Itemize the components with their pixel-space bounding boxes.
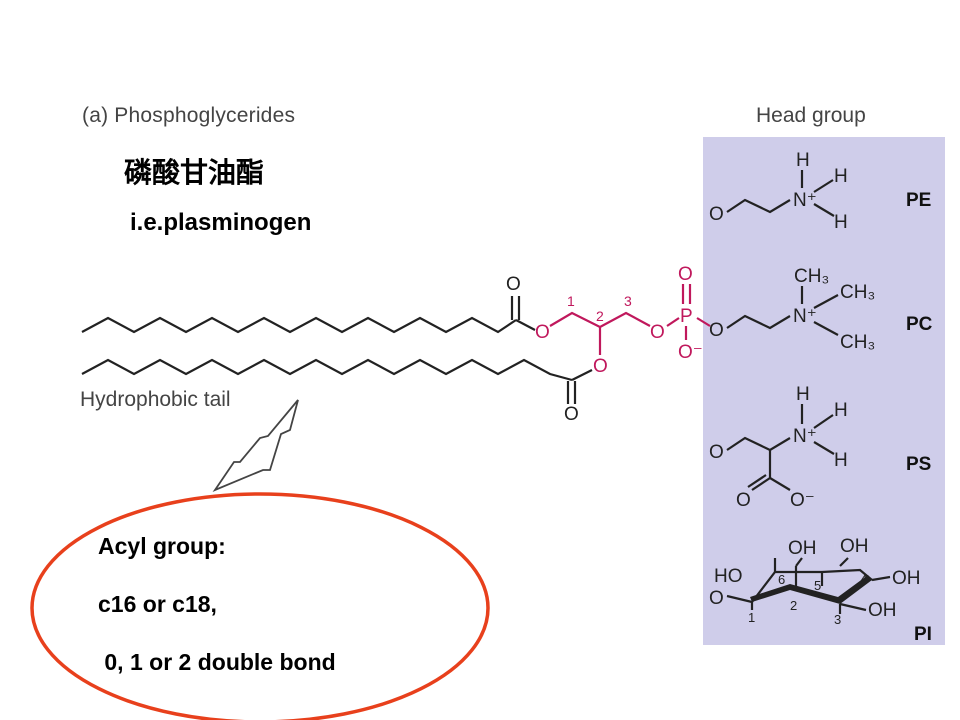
svg-text:CH₃: CH₃: [840, 332, 875, 353]
svg-text:2: 2: [790, 598, 797, 613]
svg-text:H: H: [796, 150, 810, 171]
svg-text:O: O: [709, 442, 724, 463]
head-group-pe-abbrev: PE: [906, 190, 931, 211]
svg-text:OH: OH: [868, 600, 897, 621]
carbon-number-3: 3: [624, 293, 632, 309]
head-group-pi-abbrev: PI: [914, 624, 932, 645]
callout-line-2: c16 or c18,: [98, 591, 217, 617]
carbon-number-1: 1: [567, 293, 575, 309]
svg-text:3: 3: [834, 612, 841, 627]
svg-text:4: 4: [860, 572, 867, 587]
head-group-pe: O N⁺ H H H PE: [709, 150, 931, 233]
svg-text:5: 5: [814, 578, 821, 593]
svg-text:H: H: [834, 450, 848, 471]
svg-text:N⁺: N⁺: [793, 190, 817, 211]
svg-text:1: 1: [748, 610, 755, 625]
svg-text:6: 6: [778, 572, 785, 587]
svg-text:O: O: [709, 320, 724, 341]
carbon-number-2: 2: [596, 308, 604, 324]
callout-line-3: 0, 1 or 2 double bond: [98, 649, 336, 675]
callout-pointer: [212, 399, 299, 492]
chinese-title: 磷酸甘油酯: [124, 156, 265, 189]
section-title: (a) Phosphoglycerides: [82, 104, 296, 127]
svg-text:N⁺: N⁺: [793, 306, 817, 327]
callout-line-1: Acyl group:: [98, 533, 226, 559]
callout-ellipse: [30, 492, 490, 720]
acyl-group-callout: Acyl group: c16 or c18, 0, 1 or 2 double…: [98, 535, 336, 709]
head-group-pi: O OH OH HO OH OH 1 2 3 4 5 6 PI: [709, 536, 932, 645]
ester-1-carbonyl-o: O: [506, 274, 521, 295]
hydrophobic-tail-label: Hydrophobic tail: [80, 388, 231, 411]
svg-text:H: H: [834, 166, 848, 187]
head-group-pc-abbrev: PC: [906, 314, 933, 335]
phosphorus-atom: P: [680, 306, 693, 327]
ester-1-oxygen: O: [535, 322, 550, 343]
svg-text:OH: OH: [840, 536, 869, 557]
acyl-chain-2: [81, 358, 573, 382]
svg-text:H: H: [834, 400, 848, 421]
svg-text:O: O: [736, 490, 751, 511]
phosphate-ester-o: O: [650, 322, 665, 343]
svg-text:O: O: [709, 588, 724, 609]
svg-text:OH: OH: [788, 538, 817, 559]
acyl-chain-1: [81, 316, 517, 334]
svg-text:N⁺: N⁺: [793, 426, 817, 447]
example-label: i.e.plasminogen: [130, 209, 312, 236]
head-group-panel: [703, 137, 945, 645]
svg-text:HO: HO: [714, 566, 743, 587]
svg-text:OH: OH: [892, 568, 921, 589]
ester-2-oxygen: O: [593, 356, 608, 377]
head-group-pc: O N⁺ CH₃ CH₃ CH₃ PC: [709, 266, 933, 353]
phosphate-o-minus: O⁻: [678, 342, 703, 363]
head-group-label: Head group: [756, 104, 866, 127]
svg-text:O⁻: O⁻: [790, 490, 815, 511]
svg-text:H: H: [834, 212, 848, 233]
head-group-ps-abbrev: PS: [906, 454, 931, 475]
svg-text:O: O: [709, 204, 724, 225]
head-group-ps: O N⁺ H H H O O⁻ PS: [709, 384, 931, 511]
phosphate-double-o: O: [678, 264, 693, 285]
ester-2-carbonyl-o: O: [564, 404, 579, 425]
svg-text:H: H: [796, 384, 810, 405]
svg-text:CH₃: CH₃: [840, 282, 875, 303]
svg-text:CH₃: CH₃: [794, 266, 829, 287]
